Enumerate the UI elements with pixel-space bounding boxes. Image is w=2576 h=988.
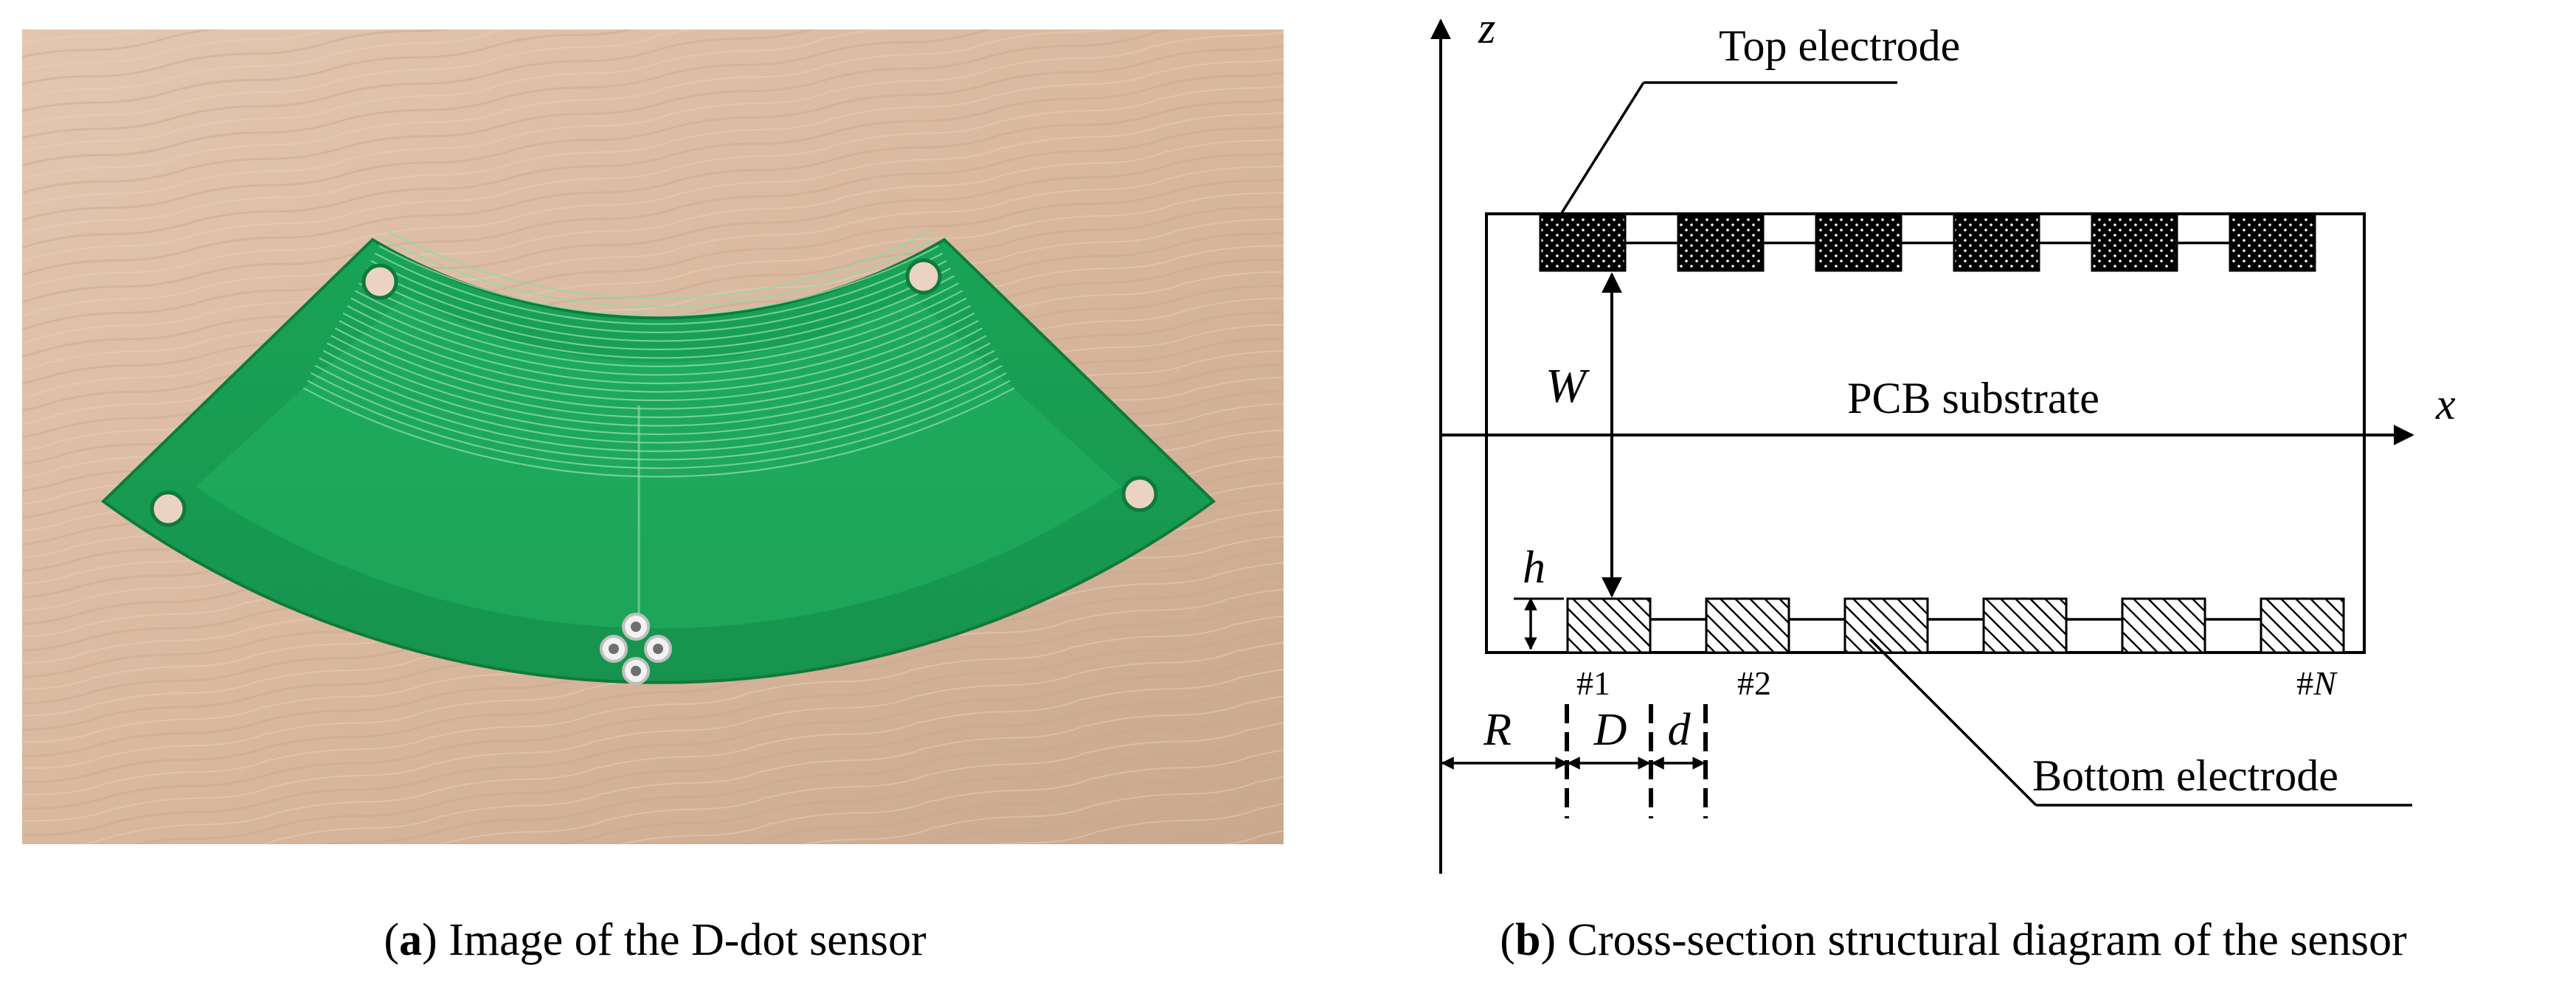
x-axis-label: x <box>2435 380 2456 428</box>
bottom-electrodes <box>1566 597 2345 654</box>
electrode-trace <box>319 357 999 444</box>
bottom-electrode-label: Bottom electrode <box>2032 751 2338 800</box>
caption-b-text: Cross-section structural diagram of the … <box>1556 915 2407 965</box>
W-label: W <box>1545 359 1590 413</box>
electrode-trace <box>350 297 967 376</box>
bottom-electrode <box>1843 597 1929 654</box>
electrode-trace <box>378 245 939 317</box>
R-label: R <box>1483 705 1512 755</box>
substrate-label: PCB substrate <box>1847 374 2099 422</box>
electrode-trace <box>346 305 972 385</box>
top-electrode <box>2091 214 2178 272</box>
electrode-1-label: #1 <box>1576 664 1610 702</box>
electrode-trace <box>342 312 975 393</box>
caption-a-label: a <box>399 915 422 965</box>
electrode-traces <box>302 230 1015 478</box>
mounting-hole <box>150 490 187 527</box>
electrode-trace <box>354 290 963 367</box>
mounting-hole <box>361 263 398 300</box>
electrode-n-prefix: # <box>2296 664 2313 702</box>
electrode-trace <box>326 342 991 427</box>
caption-b: (b) Cross-section structural diagram of … <box>1500 915 2407 965</box>
mounting-hole <box>1121 476 1158 512</box>
connector-pads <box>600 613 672 685</box>
electrode-trace <box>311 372 1007 461</box>
caption-a-text: Image of the D-dot sensor <box>437 915 927 965</box>
electrode-trace <box>386 230 932 299</box>
caption-a: (a) Image of the D-dot sensor <box>384 915 927 965</box>
electrode-trace <box>382 237 935 308</box>
electrode-trace <box>374 252 944 325</box>
pcb-substrate <box>1485 212 2366 654</box>
electrode-n-suffix: N <box>2313 664 2338 702</box>
bottom-electrode <box>1566 597 1652 654</box>
bottom-electrode <box>2121 597 2206 654</box>
electrode-trace <box>334 327 983 410</box>
d-label: d <box>1668 705 1692 755</box>
electrode-2-label: #2 <box>1737 664 1771 702</box>
electrode-n-label: #N <box>2296 664 2338 702</box>
bottom-electrode <box>2260 597 2345 654</box>
z-axis-label: z <box>1478 4 1495 52</box>
mounting-hole <box>905 258 942 295</box>
top-electrode-leader <box>1555 82 1645 222</box>
top-electrode <box>1677 214 1765 272</box>
electrode-trace <box>359 282 959 359</box>
top-electrode-label: Top electrode <box>1719 21 1960 70</box>
electrode-trace <box>362 275 955 350</box>
cross-section-diagram: z x PCB substrate Top electrode Bottom e… <box>1430 4 2456 874</box>
top-electrode <box>1953 214 2040 272</box>
bottom-electrode-leader <box>1869 638 2037 807</box>
h-label: h <box>1523 543 1545 593</box>
caption-b-label: b <box>1515 915 1540 965</box>
electrode-trace <box>306 380 1011 470</box>
electrode-trace <box>370 260 947 334</box>
bottom-electrode <box>1982 597 2068 654</box>
electrode-trace <box>314 364 1003 453</box>
electrode-trace <box>330 335 987 419</box>
sensor-photo <box>22 29 1284 844</box>
top-electrodes <box>1539 214 2316 272</box>
electrode-trace <box>366 267 952 342</box>
top-electrode <box>2229 214 2316 272</box>
top-electrode <box>1539 214 1627 272</box>
D-label: D <box>1593 705 1627 755</box>
bottom-electrode <box>1705 597 1790 654</box>
electrode-trace <box>302 387 1015 478</box>
electrode-trace <box>339 320 979 402</box>
top-electrode <box>1815 214 1902 272</box>
electrode-trace <box>322 349 995 436</box>
